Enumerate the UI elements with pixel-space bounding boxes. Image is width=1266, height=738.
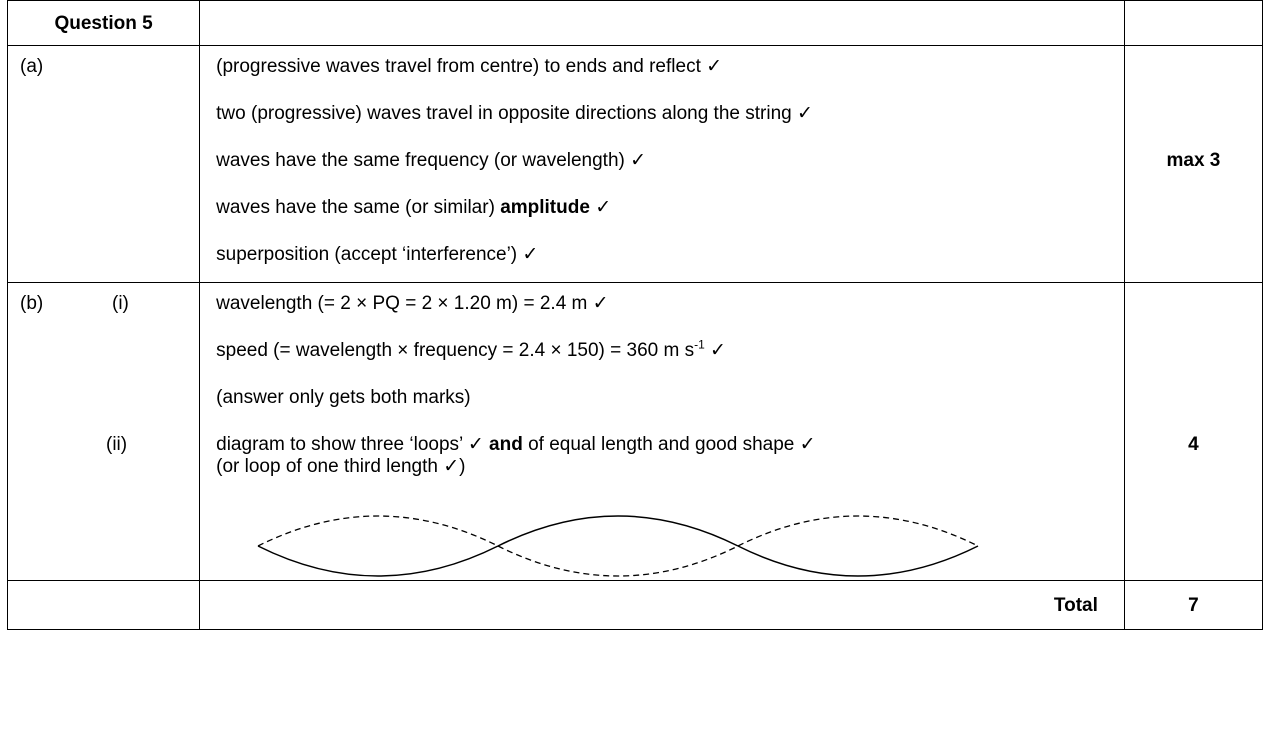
- question-title-cell: Question 5: [6, 0, 201, 46]
- part-b-label-cell: (b) (i) (ii): [6, 282, 201, 581]
- part-b-mark-cell: 4: [1123, 282, 1264, 581]
- total-label-cell: Total: [199, 580, 1125, 630]
- answer-line: (progressive waves travel from centre) t…: [216, 56, 723, 77]
- solid-wave-loop: [737, 545, 979, 577]
- answer-line-bold: amplitude: [500, 197, 590, 218]
- answer-line: diagram to show three ‘loops’ ✓ and of e…: [216, 434, 815, 457]
- part-a-answer-cell: (progressive waves travel from centre) t…: [199, 45, 1125, 283]
- standing-wave-diagram: [257, 515, 979, 577]
- mark-scheme-table: Question 5 (a) (progressive waves travel…: [6, 0, 1264, 630]
- unit-exponent: -1: [694, 337, 705, 352]
- answer-line: speed (= wavelength × frequency = 2.4 × …: [216, 337, 726, 363]
- header-blank-cell: [199, 0, 1125, 46]
- total-value-cell: 7: [1123, 580, 1264, 630]
- part-b-sub-ii: (ii): [106, 434, 128, 455]
- part-a-label-cell: (a): [6, 45, 201, 283]
- answer-line: wavelength (= 2 × PQ = 2 × 1.20 m) = 2.4…: [216, 293, 609, 314]
- part-a-mark: max 3: [1166, 150, 1221, 171]
- header-marks-cell: [1123, 0, 1264, 46]
- answer-line-tail: ✓: [589, 197, 612, 218]
- part-b-answer-cell: wavelength (= 2 × PQ = 2 × 1.20 m) = 2.4…: [199, 282, 1125, 581]
- solid-wave-loop: [257, 545, 499, 577]
- part-a-mark-cell: max 3: [1123, 45, 1264, 283]
- part-a-row: (a) (progressive waves travel from centr…: [6, 45, 1264, 283]
- total-value: 7: [1188, 595, 1199, 616]
- answer-line: (or loop of one third length ✓): [216, 456, 466, 477]
- part-b-sub-i: (i): [112, 293, 129, 314]
- total-blank-cell: [6, 580, 201, 630]
- solid-wave-loop: [497, 515, 739, 547]
- question-title: Question 5: [54, 13, 153, 34]
- answer-line: two (progressive) waves travel in opposi…: [216, 103, 813, 124]
- part-b-row: (b) (i) (ii) wavelength (= 2 × PQ = 2 × …: [6, 282, 1264, 581]
- answer-line-bold: and: [489, 434, 523, 455]
- dashed-wave-loop: [257, 515, 499, 547]
- total-row: Total 7: [6, 580, 1264, 630]
- dashed-wave-loop: [737, 515, 979, 547]
- dashed-wave-loop: [497, 545, 739, 577]
- answer-line-tail: of equal length and good shape ✓: [522, 434, 816, 455]
- total-label: Total: [1053, 595, 1098, 616]
- part-b-mark: 4: [1188, 434, 1199, 455]
- answer-line: superposition (accept ‘interference’) ✓: [216, 244, 539, 265]
- answer-line: waves have the same (or similar) amplitu…: [216, 197, 611, 220]
- answer-line: waves have the same frequency (or wavele…: [216, 150, 647, 171]
- header-row: Question 5: [6, 0, 1264, 46]
- answer-line: (answer only gets both marks): [216, 387, 471, 408]
- answer-line-text: diagram to show three ‘loops’ ✓: [216, 434, 490, 455]
- part-b-label: (b): [20, 293, 44, 314]
- answer-line-tail: ✓: [704, 340, 726, 361]
- part-a-label: (a): [20, 56, 44, 77]
- answer-line-text: waves have the same (or similar): [216, 197, 501, 218]
- answer-line-text: speed (= wavelength × frequency = 2.4 × …: [216, 340, 695, 361]
